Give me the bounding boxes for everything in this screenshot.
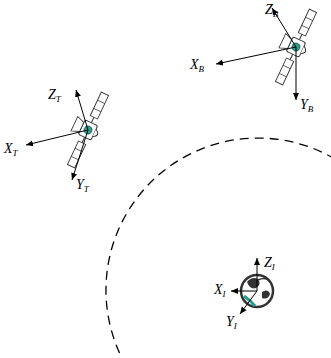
satellite	[266, 4, 323, 87]
axis-label: XB	[190, 58, 204, 74]
axis-label: YI	[226, 315, 237, 331]
orbit-arc	[106, 138, 331, 358]
axis-label: YB	[300, 98, 313, 114]
axis-label: XT	[4, 142, 18, 158]
axis-label: XI	[214, 283, 226, 299]
axis-label: ZT	[48, 88, 61, 104]
axis-label: ZI	[264, 256, 275, 272]
axis-label: ZB	[265, 3, 278, 19]
satellite	[58, 87, 115, 170]
axis-label: YT	[76, 178, 89, 194]
